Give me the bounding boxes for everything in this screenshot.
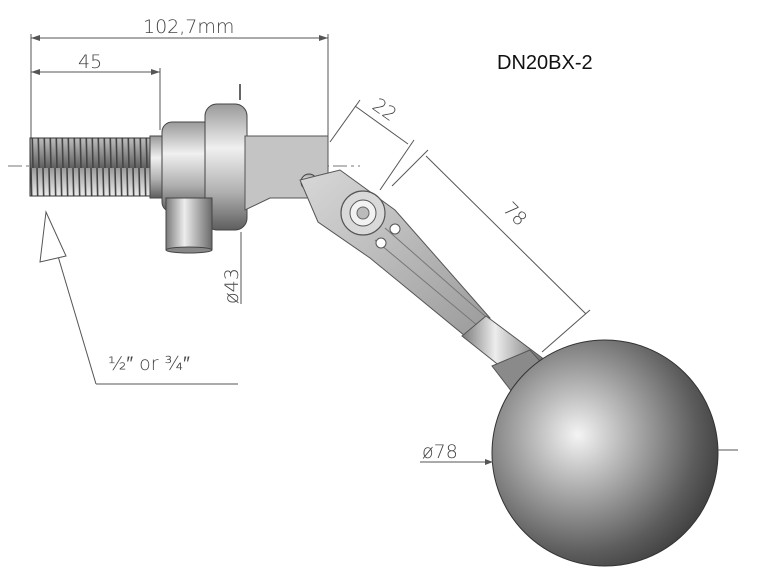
float-ball <box>491 339 719 567</box>
thread-size-leader: ½″ or ¾″ <box>39 210 238 385</box>
thread-length-label: 45 <box>78 51 102 73</box>
dim-body-diameter: ø43 <box>221 232 243 304</box>
thread-size-label: ½″ or ¾″ <box>108 353 190 375</box>
lever-arm <box>299 169 491 341</box>
body-diameter-label: ø43 <box>221 268 243 304</box>
dim-ball-diameter: ø78 <box>420 441 738 465</box>
dim-overall-length: 102,7mm <box>30 16 329 140</box>
ball-diameter-label: ø78 <box>422 441 458 463</box>
arm-offset-label: 22 <box>368 94 400 126</box>
threaded-shank <box>29 135 165 199</box>
overall-length-label: 102,7mm <box>143 16 234 38</box>
model-number: DN20BX-2 <box>497 52 593 74</box>
dim-thread-length: 45 <box>31 51 161 130</box>
valve-body <box>161 84 248 254</box>
arm-length-label: 78 <box>498 198 531 231</box>
